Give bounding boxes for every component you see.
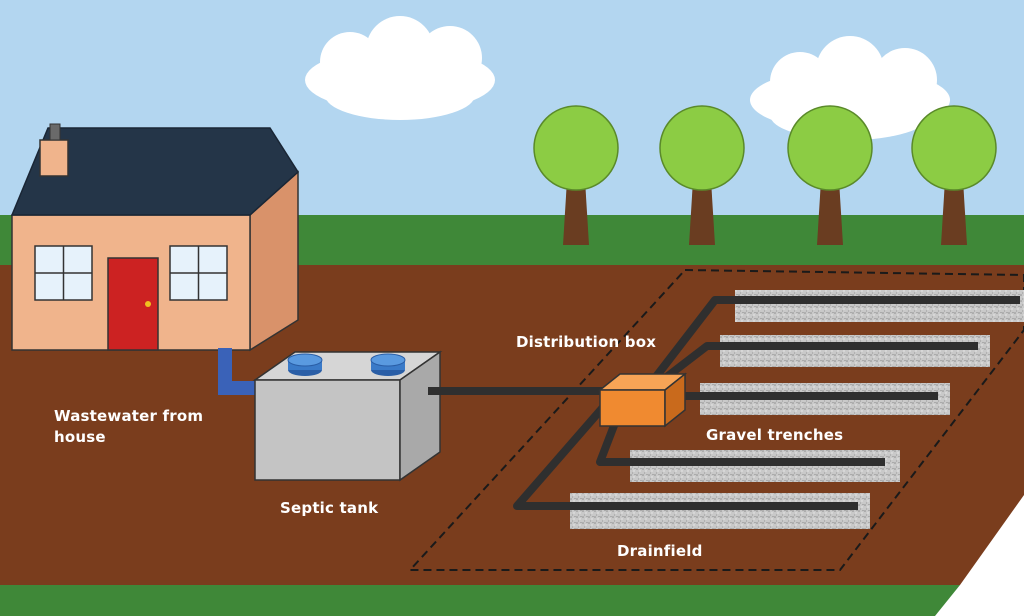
chimney-cap [49,123,61,141]
distribution-box-front [599,389,666,427]
wastewater-label-line2: house [54,428,106,446]
tree-1 [533,105,619,245]
cloud-left [305,16,495,120]
tree-4 [911,105,997,245]
lateral-pipe-2 [657,342,978,386]
septic-tank-label: Septic tank [280,499,379,517]
septic-tank-front [254,379,401,481]
gravel-trenches-label: Gravel trenches [706,426,844,444]
tank-lid-left [287,353,323,376]
door-knob [145,301,151,307]
window-right [169,245,228,301]
tree-3 [787,105,873,245]
window-left [34,245,93,301]
distribution-box-label: Distribution box [516,333,657,351]
lateral-pipe-5 [513,402,858,510]
gravel-trench-2 [720,335,990,367]
tank-lid-right [370,353,406,376]
drainfield-label: Drainfield [617,542,703,560]
inlet-pipe [218,348,262,395]
house-roof [10,127,299,216]
tree-2 [659,105,745,245]
house [10,123,299,352]
gravel-trench-1 [735,290,1024,322]
septic-tank-side [399,350,441,482]
wastewater-label-line1: Wastewater from [54,407,204,425]
gravel-trench-5 [570,493,870,529]
lateral-pipe-4 [596,408,885,466]
distribution-box [597,372,688,428]
lateral-pipe-1 [651,296,1020,381]
grass-foreground [0,585,960,616]
septic-tank [252,350,443,482]
pipes [428,296,1020,510]
distribution-box-side [664,372,686,428]
chimney [39,139,69,177]
